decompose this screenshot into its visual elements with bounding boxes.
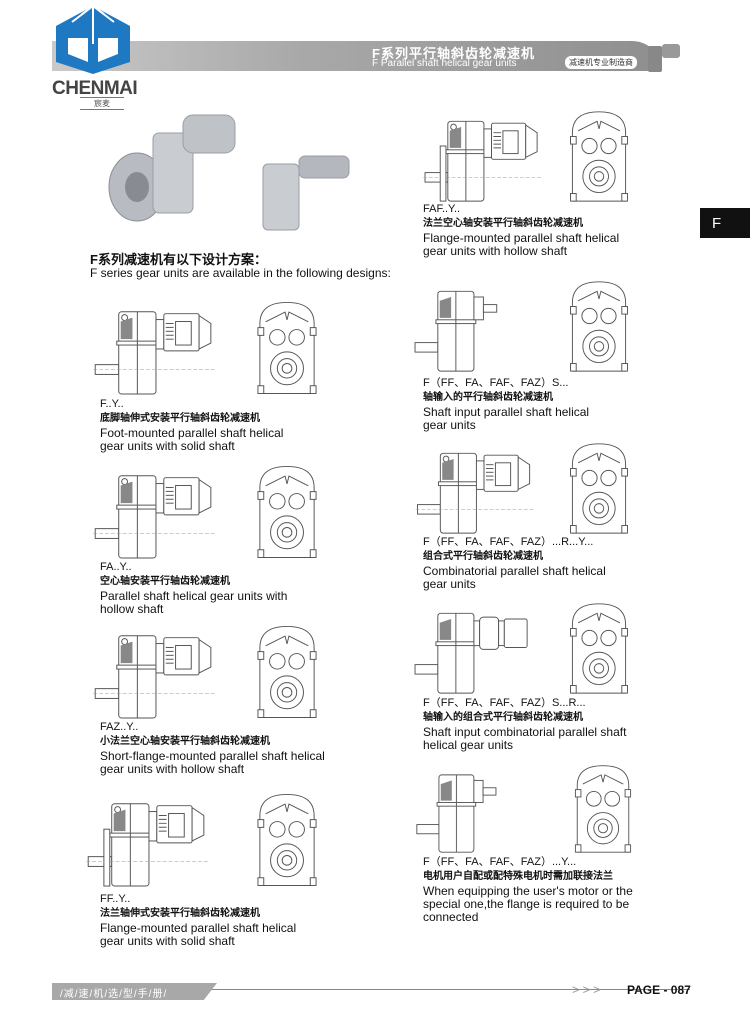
design-item-faz: FAZ..Y.. 小法兰空心轴安装平行轴斜齿轮减速机 Short-flange-… [100, 720, 420, 776]
item-desc-line1: Flange-mounted parallel shaft helical [423, 231, 620, 245]
item-title-cn: 电机用户自配或配特殊电机时需加联接法兰 [423, 871, 613, 882]
front-view-drawing [572, 762, 634, 854]
item-desc-line2: gear units with solid shaft [100, 439, 235, 453]
item-title-cn: 轴输入的平行轴斜齿轮减速机 [423, 392, 553, 403]
item-desc-line2: gear units [423, 418, 476, 432]
design-item-f: F..Y.. 底脚轴伸式安装平行轴斜齿轮减速机 Foot-mounted par… [100, 397, 420, 453]
item-desc-line1: Parallel shaft helical gear units with [100, 589, 288, 603]
item-desc-line2: hollow shaft [100, 602, 164, 616]
front-view-drawing [568, 278, 630, 373]
header-tagline: 减速机专业制造商 [565, 56, 637, 69]
item-desc-line1: Combinatorial parallel shaft helical [423, 564, 606, 578]
item-code: F..Y.. [100, 398, 124, 410]
front-view-drawing [256, 790, 318, 888]
item-desc-line1: Flange-mounted parallel shaft helical [100, 921, 297, 935]
item-desc-line1: Short-flange-mounted parallel shaft heli… [100, 749, 325, 763]
intro-title-en: F series gear units are available in the… [90, 266, 391, 280]
design-item-user-motor: F（FF、FA、FAF、FAZ）...Y... 电机用户自配或配特殊电机时需加联… [423, 855, 743, 924]
item-code: F（FF、FA、FAF、FAZ）...R...Y... [423, 536, 594, 548]
header-title-cn: F系列平行轴斜齿轮减速机 [372, 46, 535, 61]
item-desc-line1: Shaft input parallel shaft helical [423, 405, 590, 419]
gearbox-thumbnail-icon [648, 44, 680, 72]
front-view-drawing [256, 298, 318, 396]
footer-arrows-icon: >>> [572, 982, 604, 997]
side-view-drawing [92, 298, 217, 396]
front-view-drawing [568, 108, 630, 203]
item-desc-line2: gear units with solid shaft [100, 934, 235, 948]
item-code: F（FF、FA、FAF、FAZ）S... [423, 377, 569, 389]
item-desc-line1: Shaft input combinatorial parallel shaft [423, 725, 627, 739]
design-item-shaft-input: F（FF、FA、FAF、FAZ）S... 轴输入的平行轴斜齿轮减速机 Shaft… [423, 376, 743, 432]
side-view-drawing [85, 790, 210, 888]
item-desc-line2: special one,the flange is required to be [423, 897, 630, 911]
item-desc-line2: gear units [423, 577, 476, 591]
design-item-combinatorial: F（FF、FA、FAF、FAZ）...R...Y... 组合式平行轴斜齿轮减速机… [423, 535, 743, 591]
product-photo-shaft-input [262, 155, 350, 231]
header-title-en: F Parallel shaft helical gear units [372, 58, 517, 69]
footer-manual-label: /减/速/机/选/型/手/册/ [52, 983, 217, 1000]
side-view-drawing [410, 440, 540, 535]
item-code: F（FF、FA、FAF、FAZ）...Y... [423, 856, 577, 868]
item-title-cn: 法兰轴伸式安装平行轴斜齿轮减速机 [100, 908, 260, 919]
front-view-drawing [256, 462, 318, 560]
side-view-drawing [410, 762, 535, 854]
item-desc-line2: helical gear units [423, 738, 514, 752]
item-desc-line1: Foot-mounted parallel shaft helical [100, 426, 284, 440]
item-code: FAZ..Y.. [100, 721, 139, 733]
item-title-cn: 小法兰空心轴安装平行轴斜齿轮减速机 [100, 736, 270, 747]
section-tab-f[interactable]: F [700, 208, 750, 238]
item-desc-line2: gear units with hollow shaft [100, 762, 245, 776]
footer-divider [52, 989, 690, 990]
item-desc-line3: connected [423, 910, 479, 924]
side-view-drawing [410, 278, 535, 373]
header-banner [52, 41, 662, 71]
intro-title-cn: F系列减速机有以下设计方案： [90, 252, 267, 267]
item-desc-line1: When equipping the user's motor or the [423, 884, 633, 898]
item-code: F（FF、FA、FAF、FAZ）S...R... [423, 697, 586, 709]
item-title-cn: 组合式平行轴斜齿轮减速机 [423, 551, 543, 562]
design-item-fa: FA..Y.. 空心轴安装平行轴齿轮减速机 Parallel shaft hel… [100, 560, 420, 616]
side-view-drawing [92, 462, 217, 560]
item-desc-line2: gear units with hollow shaft [423, 244, 568, 258]
front-view-drawing [256, 622, 318, 720]
page-number: PAGE - 087 [627, 983, 691, 997]
item-code: FAF..Y.. [423, 203, 461, 215]
front-view-drawing [568, 440, 630, 535]
item-code: FF..Y.. [100, 893, 131, 905]
item-title-cn: 法兰空心轴安装平行轴斜齿轮减速机 [423, 218, 583, 229]
brand-subtitle: 宸麦 [80, 97, 124, 110]
design-item-faf: FAF..Y.. 法兰空心轴安装平行轴斜齿轮减速机 Flange-mounted… [423, 202, 743, 258]
chenmai-logo-icon [56, 5, 130, 74]
item-code: FA..Y.. [100, 561, 132, 573]
item-title-cn: 轴输入的组合式平行轴斜齿轮减速机 [423, 712, 583, 723]
design-item-ff: FF..Y.. 法兰轴伸式安装平行轴斜齿轮减速机 Flange-mounted … [100, 892, 420, 948]
design-item-shaft-input-combinatorial: F（FF、FA、FAF、FAZ）S...R... 轴输入的组合式平行轴斜齿轮减速… [423, 696, 743, 752]
side-view-drawing [420, 108, 545, 203]
side-view-drawing [92, 622, 217, 720]
item-title-cn: 空心轴安装平行轴齿轮减速机 [100, 576, 230, 587]
brand-name: CHENMAI [52, 78, 138, 99]
product-photo-motor-gearbox [108, 114, 236, 222]
side-view-drawing [410, 600, 535, 695]
item-title-cn: 底脚轴伸式安装平行轴斜齿轮减速机 [100, 413, 260, 424]
front-view-drawing [568, 600, 630, 695]
